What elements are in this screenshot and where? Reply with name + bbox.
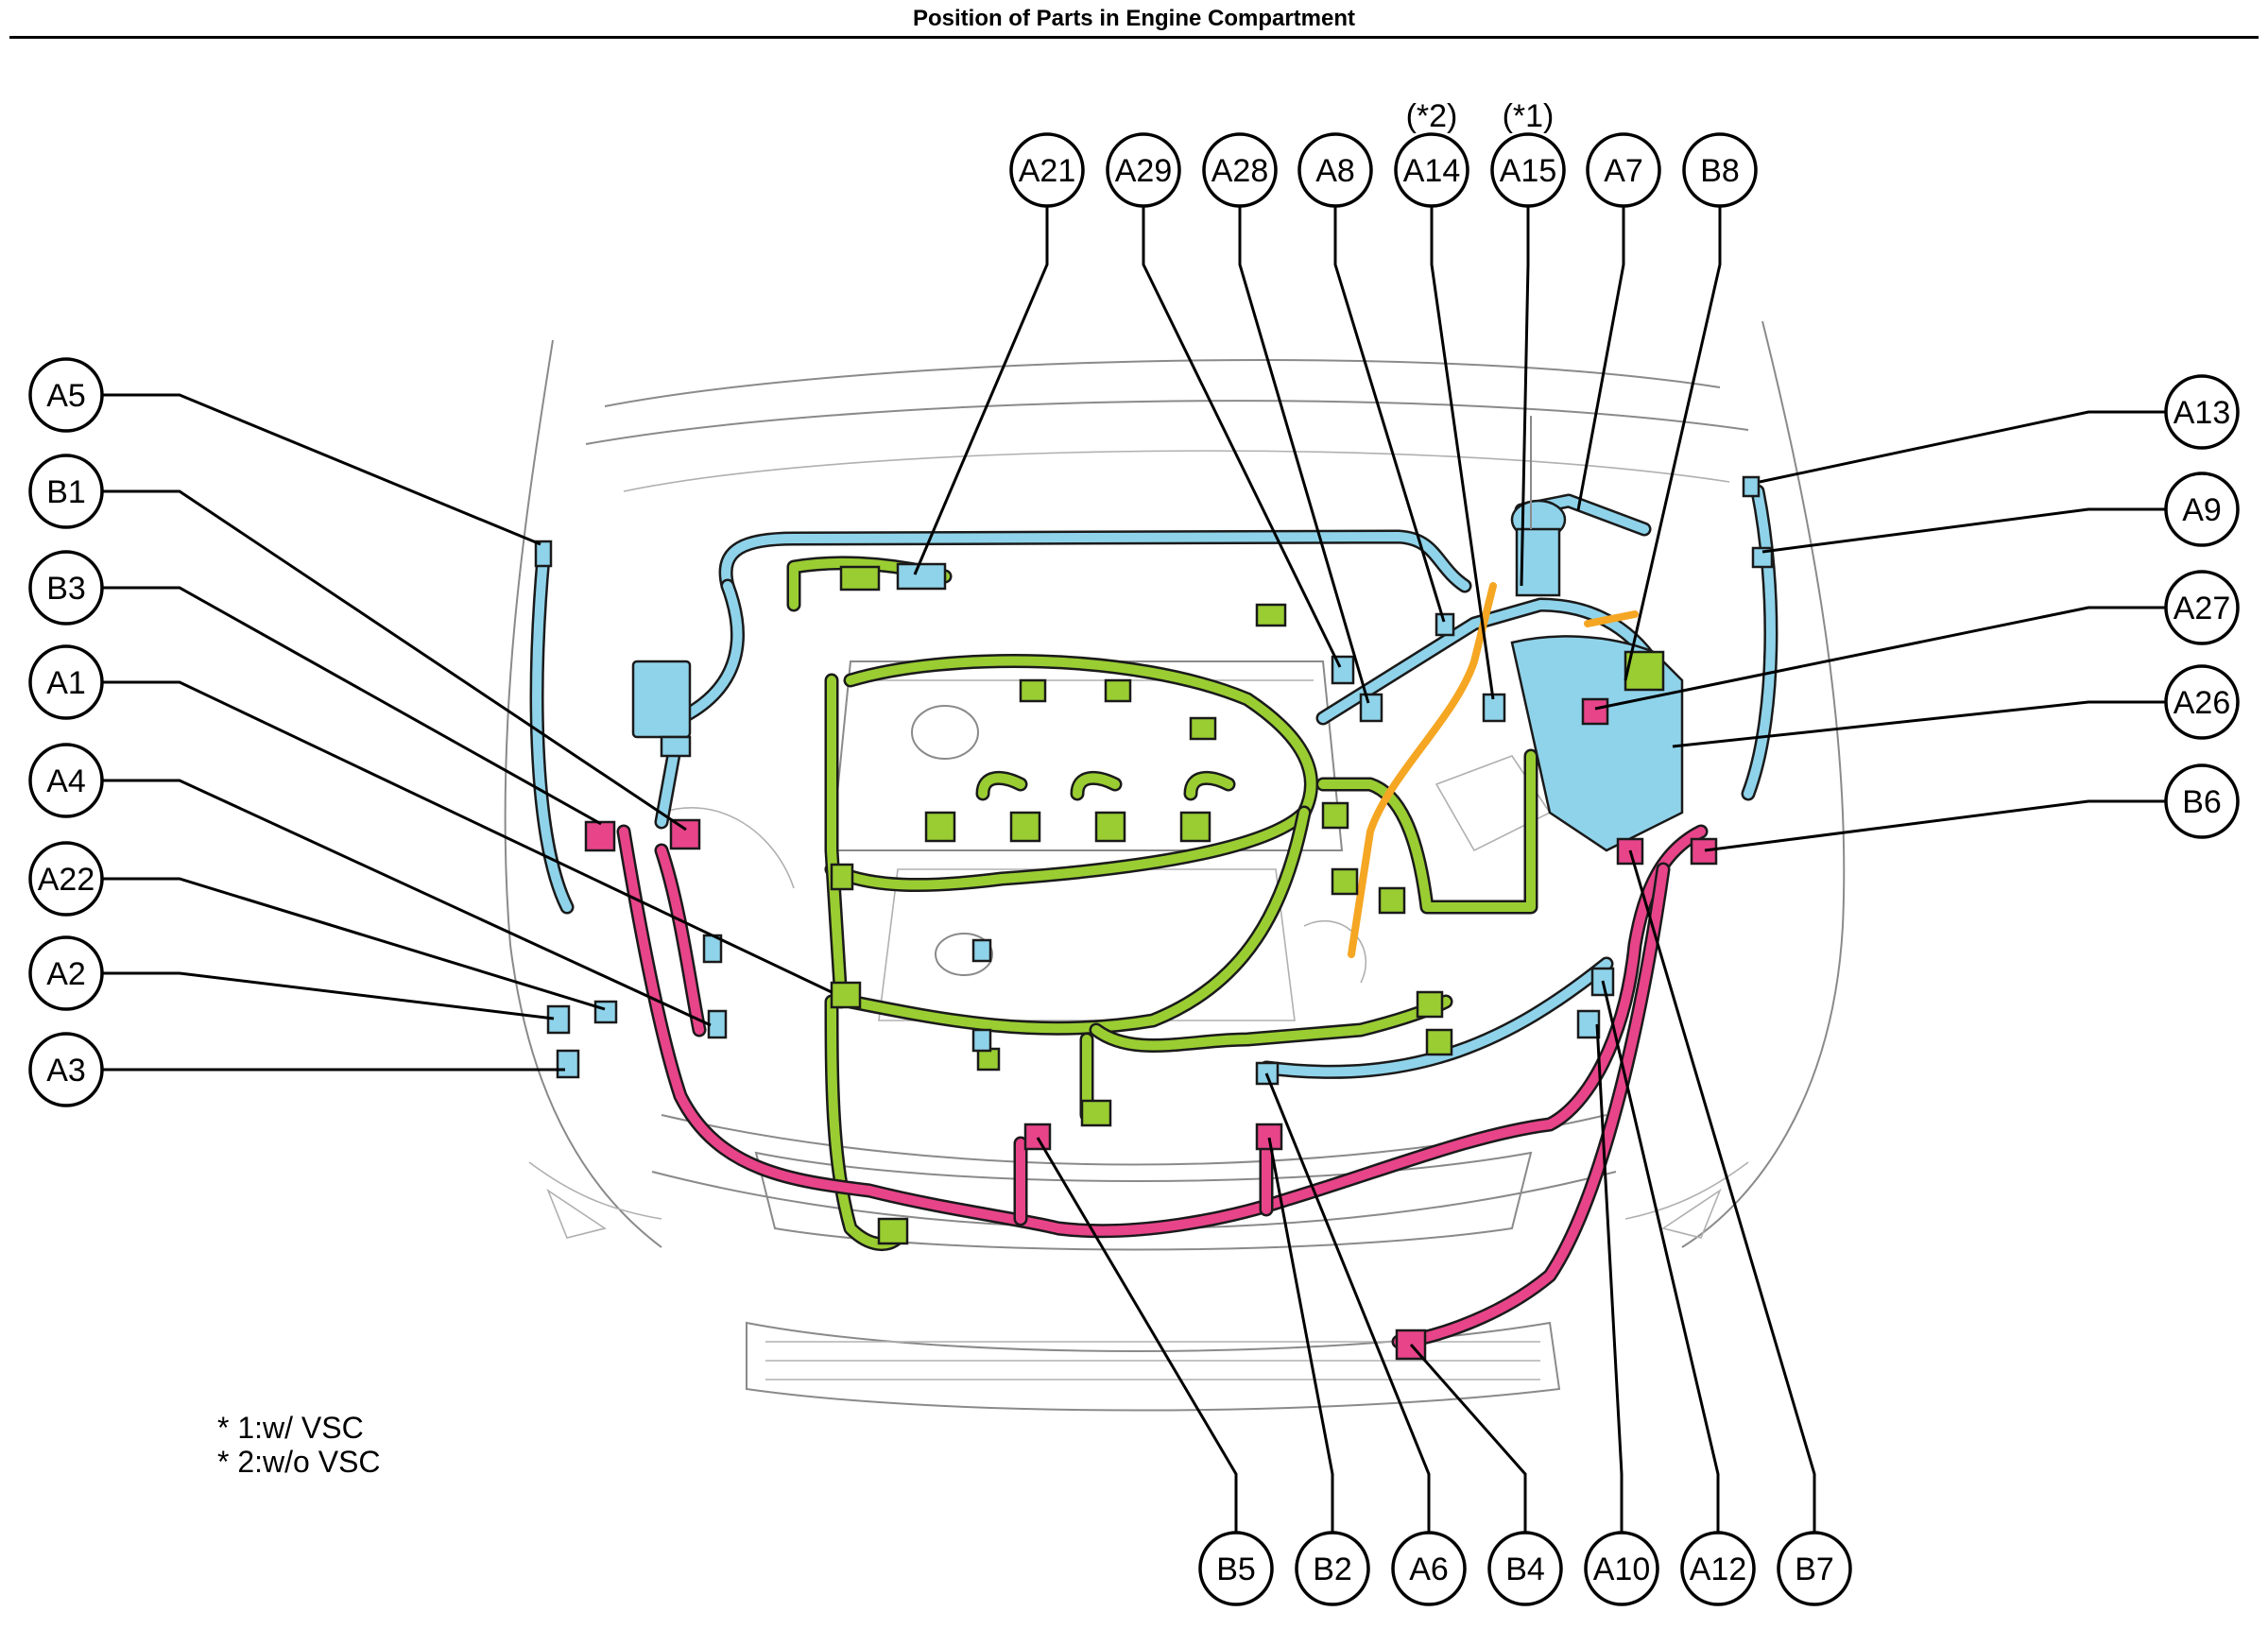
svg-text:B7: B7 [1795,1552,1834,1587]
callout-A3: A3 [28,1032,104,1107]
callout-A6: A6 [1391,1531,1467,1606]
callout-A26: A26 [2164,664,2240,740]
svg-text:B2: B2 [1313,1552,1352,1587]
callout-A8: A8 [1297,132,1373,208]
svg-text:A7: A7 [1604,153,1643,189]
svg-text:A29: A29 [1115,153,1173,189]
callout-A22: A22 [28,841,104,917]
callout-A7: A7 [1586,132,1661,208]
callout-A15: A15 [1490,132,1566,208]
callout-B8: B8 [1682,132,1758,208]
callout-A2: A2 [28,935,104,1011]
svg-text:A27: A27 [2174,591,2231,626]
svg-text:A8: A8 [1315,153,1355,189]
callout-B3: B3 [28,550,104,626]
svg-text:B5: B5 [1216,1552,1256,1587]
callout-A9: A9 [2164,472,2240,547]
callout-A5: A5 [28,357,104,433]
callout-B7: B7 [1777,1531,1852,1606]
vehicle-outline [504,320,1846,1412]
page-title: Position of Parts in Engine Compartment [912,6,1356,31]
footnotes: * 1:w/ VSC * 2:w/o VSC [217,1411,381,1479]
svg-text:B6: B6 [2182,784,2222,820]
footnote-2: * 2:w/o VSC [217,1445,381,1479]
svg-text:A3: A3 [46,1053,86,1089]
footnote-1: * 1:w/ VSC [217,1411,364,1445]
svg-text:B4: B4 [1505,1552,1545,1587]
svg-text:B8: B8 [1700,153,1740,189]
callout-A10: A10 [1584,1531,1659,1606]
svg-text:A10: A10 [1593,1552,1651,1587]
svg-text:A5: A5 [46,378,86,414]
callout-B2: B2 [1295,1531,1370,1606]
svg-text:A28: A28 [1211,153,1269,189]
callouts: A21 A29 A28 A8 A14 A15 A7 B8 (*2) (*1) A… [28,98,2240,1606]
callout-A21: A21 [1009,132,1085,208]
title-rule [9,36,2259,39]
svg-text:A12: A12 [1690,1552,1747,1587]
svg-text:A1: A1 [46,665,86,701]
svg-text:B3: B3 [46,571,86,607]
wire-harnesses [529,484,1778,1349]
svg-text:A6: A6 [1409,1552,1449,1587]
variant-mark-A14: (*2) [1406,98,1458,134]
svg-text:A15: A15 [1500,153,1557,189]
callout-A1: A1 [28,644,104,720]
svg-text:A2: A2 [46,956,86,992]
callout-A4: A4 [28,743,104,818]
svg-text:A21: A21 [1019,153,1076,189]
svg-text:A4: A4 [46,763,86,799]
callout-A28: A28 [1202,132,1278,208]
callout-A14: A14 [1394,132,1469,208]
variant-mark-A15: (*1) [1503,98,1555,134]
callout-B4: B4 [1487,1531,1563,1606]
svg-text:A14: A14 [1403,153,1461,189]
callout-B6: B6 [2164,763,2240,839]
callout-B5: B5 [1198,1531,1274,1606]
svg-text:A9: A9 [2182,492,2222,528]
callout-A29: A29 [1106,132,1181,208]
leader-lines [99,202,2166,1533]
callout-A13: A13 [2164,374,2240,450]
svg-text:A22: A22 [38,862,95,898]
components [534,416,1774,1361]
svg-text:A13: A13 [2174,395,2231,431]
callout-B1: B1 [28,454,104,529]
svg-text:A26: A26 [2174,685,2231,721]
callout-A27: A27 [2164,570,2240,645]
callout-A12: A12 [1680,1531,1756,1606]
svg-text:B1: B1 [46,474,86,510]
